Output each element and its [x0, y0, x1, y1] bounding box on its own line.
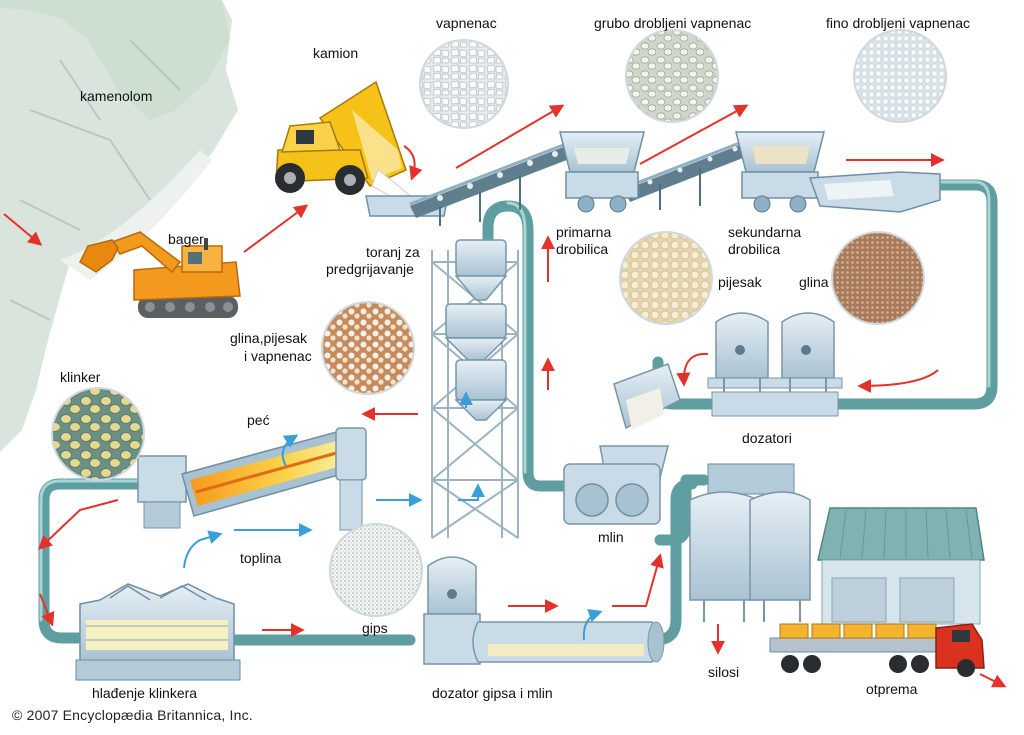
- clinker-sample: [51, 387, 145, 481]
- secondary-crusher: [735, 131, 941, 213]
- limestone-label: vapnenac: [436, 15, 497, 31]
- fine-limestone-label: fino drobljeni vapnenac: [826, 15, 970, 31]
- raw-mix-label-line2: i vapnenac: [244, 348, 312, 364]
- clay-sample: [831, 231, 925, 325]
- gypsum-label: gips: [362, 620, 388, 636]
- limestone-sample: [419, 39, 509, 129]
- raw-mix-label-line1: glina,pijesak: [230, 330, 308, 346]
- clinker-cooling-label: hlađenje klinkera: [92, 685, 198, 701]
- primary-crusher: [559, 131, 645, 213]
- coarse-limestone-label: grubo drobljeni vapnenac: [594, 15, 752, 31]
- material-flow-arrows: [3, 104, 1007, 688]
- quarry-cliff: [0, 0, 238, 452]
- material-magnifiers: [51, 29, 947, 617]
- preheater-label-line1: toranj za: [366, 244, 420, 260]
- truck-label: kamion: [313, 45, 359, 61]
- clay-label: glina: [799, 274, 829, 290]
- quarry-label: kamenolom: [80, 88, 153, 104]
- gypsum-doser-and-mill: [423, 556, 665, 665]
- heat-flow-arrows: [183, 391, 603, 641]
- fine-limestone-sample: [853, 29, 947, 123]
- copyright-notice: © 2007 Encyclopædia Britannica, Inc.: [12, 707, 253, 723]
- mill-label: mlin: [598, 529, 624, 545]
- delivery-truck: [769, 623, 985, 677]
- dump-truck: [275, 80, 421, 213]
- cement-silos: [689, 463, 811, 622]
- gypsum-doser-mill-label: dozator gipsa i mlin: [432, 685, 553, 701]
- sand-sample: [619, 231, 713, 325]
- warehouse: [817, 507, 985, 625]
- primary-crusher-label-line1: primarna: [556, 224, 612, 240]
- kiln-label: peć: [247, 412, 270, 428]
- doser-silos: [707, 312, 843, 417]
- gypsum-sample: [329, 523, 423, 617]
- raw-mix-sample: [321, 301, 415, 395]
- preheater-label-line2: predgrijavanje: [326, 261, 414, 277]
- conveyors: [365, 140, 748, 226]
- clinker-label: klinker: [60, 369, 101, 385]
- sand-label: pijesak: [718, 274, 762, 290]
- coarse-limestone-sample: [625, 29, 719, 123]
- dosers-label: dozatori: [742, 430, 792, 446]
- heat-label: toplina: [240, 550, 282, 566]
- secondary-crusher-label-line2: drobilica: [728, 241, 781, 257]
- raw-mill: [563, 363, 681, 525]
- silos-label: silosi: [708, 664, 740, 680]
- pipe-highlights: [39, 180, 991, 622]
- shipping-label: otprema: [866, 681, 918, 697]
- primary-crusher-label-line2: drobilica: [556, 241, 609, 257]
- excavator: [79, 231, 241, 318]
- excavator-label: bager: [168, 231, 204, 247]
- clinker-cooler: [75, 583, 241, 681]
- preheater-tower: [431, 239, 519, 539]
- secondary-crusher-label-line1: sekundarna: [728, 224, 802, 240]
- rotary-kiln: [137, 427, 367, 531]
